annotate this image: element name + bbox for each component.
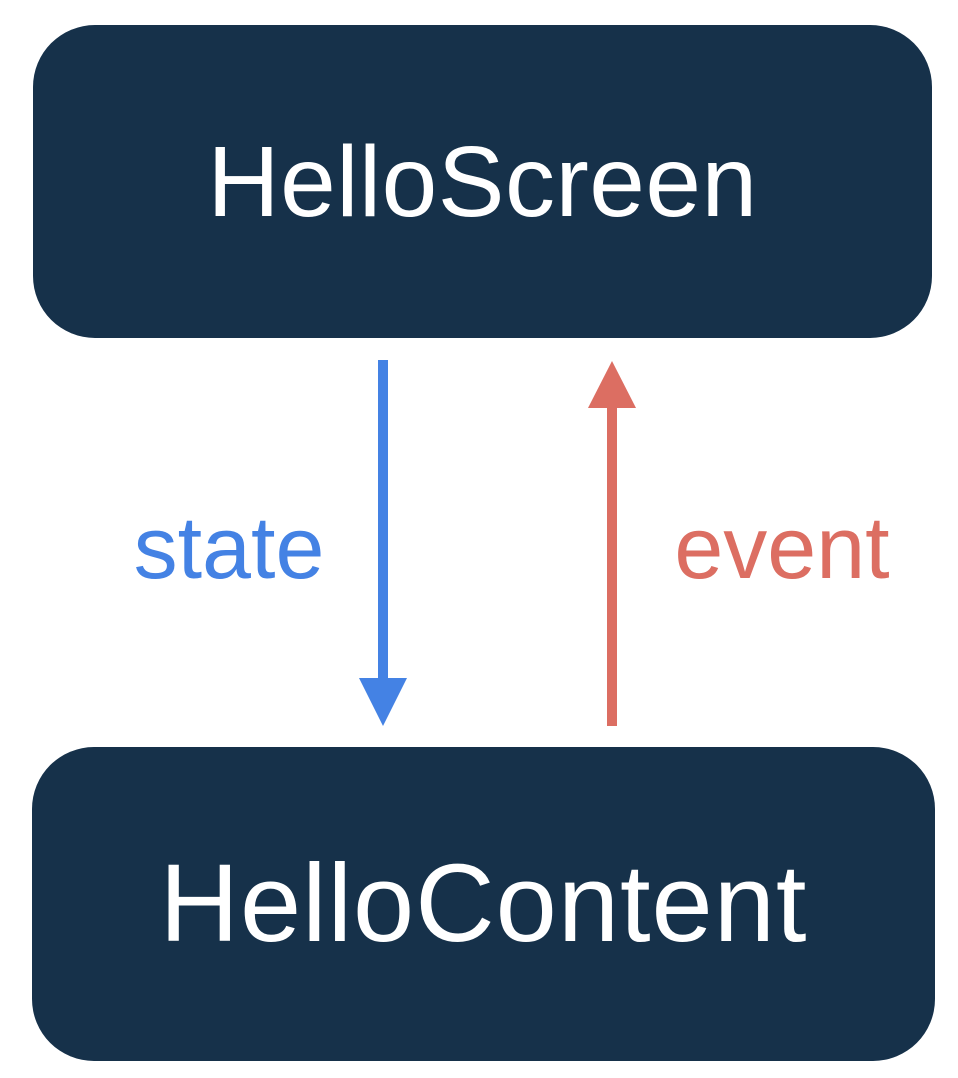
state-arrow-down [359,360,407,726]
state-edge-label: state [133,498,325,597]
node-hello-screen: HelloScreen [33,25,932,338]
node-hello-screen-label: HelloScreen [207,125,758,238]
event-arrow-up [588,361,636,726]
event-arrowhead-icon [588,361,636,408]
node-hello-content-label: HelloContent [159,842,808,965]
node-hello-content: HelloContent [32,747,935,1061]
event-edge-label: event [674,498,890,597]
state-arrowhead-icon [359,678,407,726]
